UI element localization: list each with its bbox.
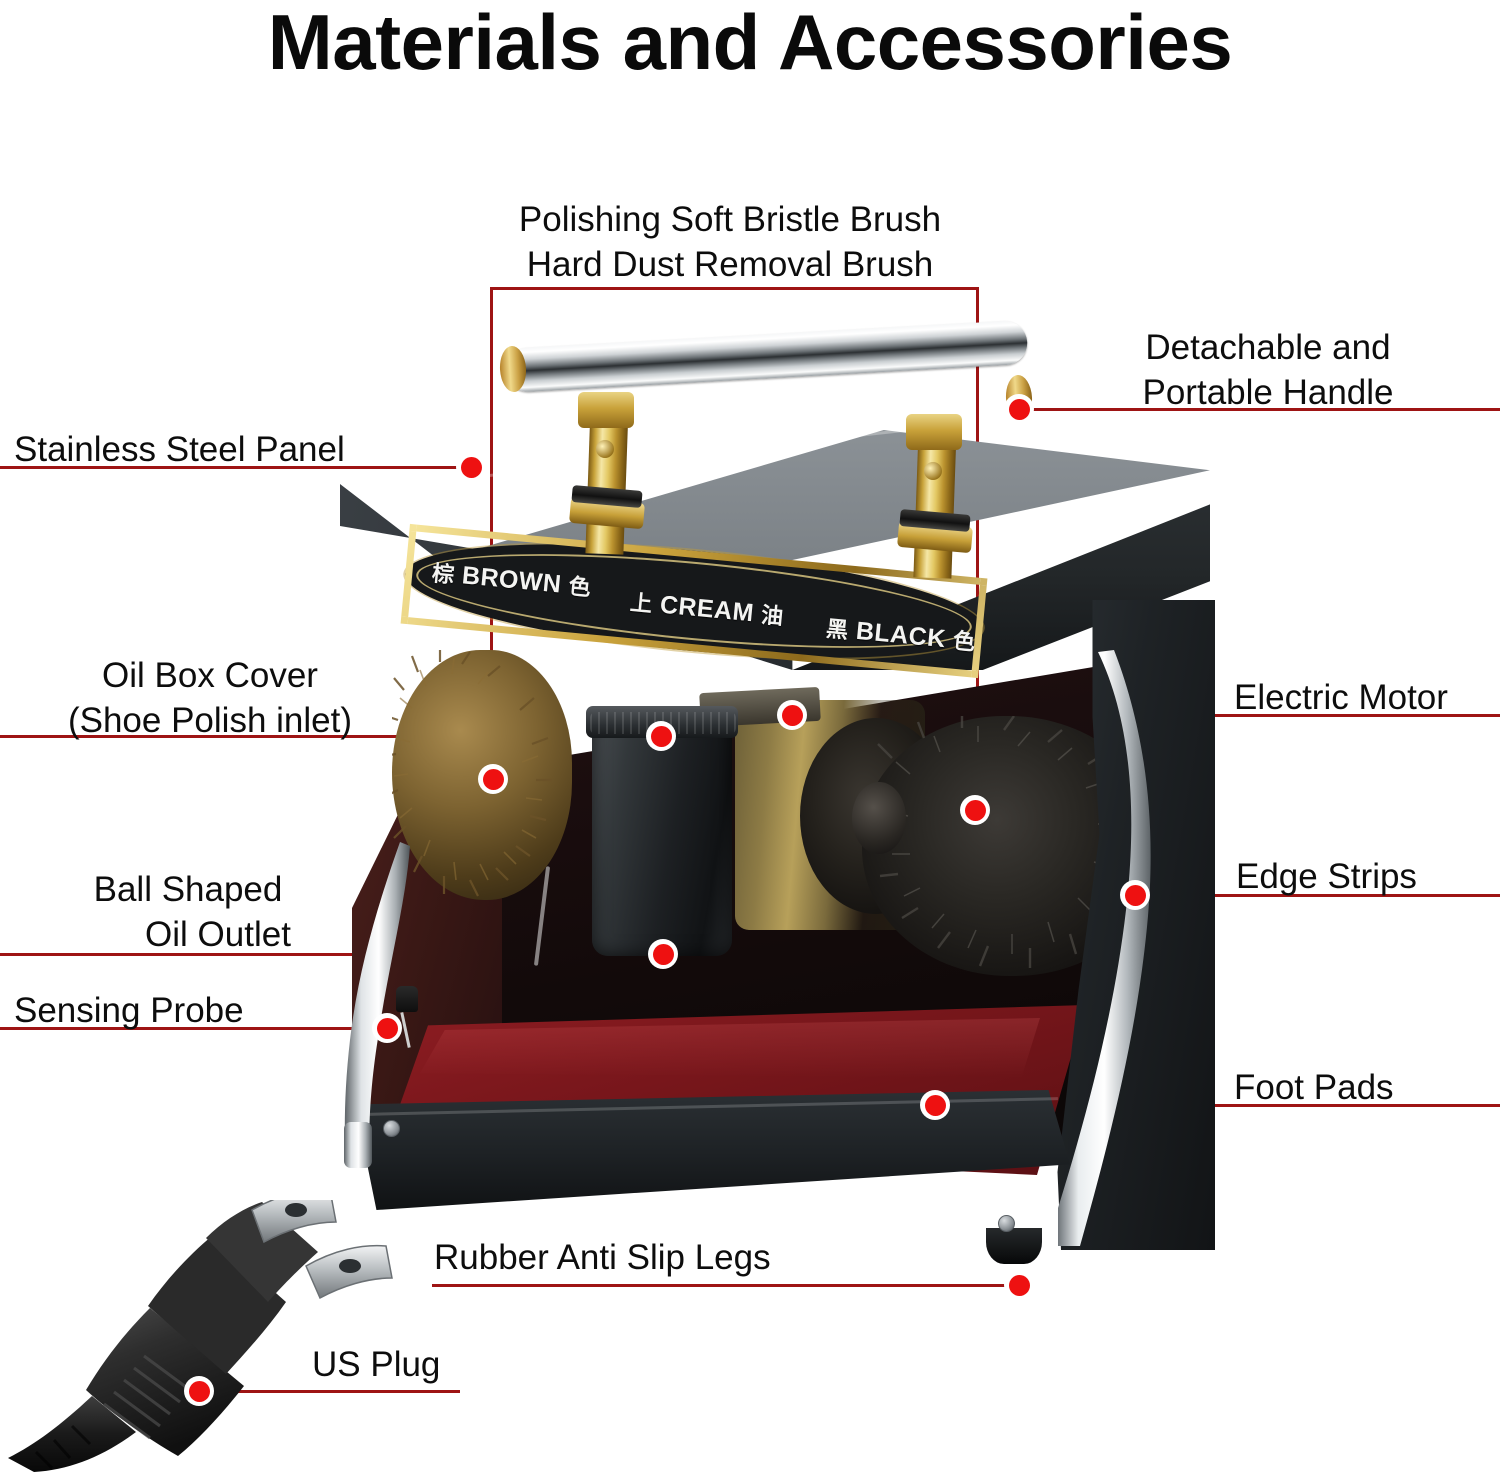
callout-oil-box-cover-line1: Oil Box Cover <box>102 656 318 695</box>
callout-stainless-steel-panel: Stainless Steel Panel <box>14 430 345 469</box>
marker-polishing-soft-bristle-brush[interactable] <box>478 764 508 794</box>
leader-rubber-anti-slip-legs <box>432 1284 1018 1287</box>
leader-ball-shaped-oil-outlet <box>0 953 662 956</box>
callout-detachable-handle-line1: Detachable and <box>1145 328 1391 367</box>
handle-post-right <box>913 427 957 579</box>
leader-foot-pads <box>934 1104 1500 1107</box>
brush-bracket-top <box>490 287 979 290</box>
handle-collar-right <box>906 414 962 450</box>
handle-screw-right <box>924 462 942 480</box>
rubber-anti-slip-leg-right <box>986 1228 1042 1264</box>
marker-electric-motor-top[interactable] <box>777 700 807 730</box>
marker-detachable-handle[interactable] <box>1004 394 1034 424</box>
marker-stainless-steel-panel[interactable] <box>456 452 486 482</box>
callout-ball-shaped-oil-outlet-line2: Oil Outlet <box>145 915 291 954</box>
handle-collar-left <box>578 392 634 428</box>
callout-edge-strips: Edge Strips <box>1236 857 1417 896</box>
marker-us-plug[interactable] <box>184 1376 214 1406</box>
callout-oil-box-cover-line2: (Shoe Polish inlet) <box>67 701 353 740</box>
oil-box-cover[interactable] <box>592 718 732 956</box>
callout-sensing-probe: Sensing Probe <box>14 991 244 1030</box>
base-screw-right <box>998 1215 1015 1232</box>
page-title: Materials and Accessories <box>267 0 1233 86</box>
leader-detachable-handle <box>1018 408 1500 411</box>
marker-sensing-probe[interactable] <box>372 1013 402 1043</box>
edge-strip-left <box>344 842 410 1168</box>
marker-rubber-anti-slip-legs[interactable] <box>1004 1270 1034 1300</box>
handle-screw-left <box>596 440 614 458</box>
edge-strip-right <box>1058 650 1151 1246</box>
brush-bracket-leg-left <box>490 287 493 787</box>
leader-stainless-steel-panel <box>0 466 470 469</box>
leader-us-plug <box>198 1390 460 1393</box>
marker-ball-shaped-oil-outlet[interactable] <box>648 939 678 969</box>
leader-sensing-probe <box>0 1027 386 1030</box>
callout-polishing-soft-bristle-brush: Polishing Soft Bristle Brush <box>518 200 942 239</box>
callout-ball-shaped-oil-outlet-line1: Ball Shaped <box>93 870 283 909</box>
leader-edge-strips <box>1134 894 1500 897</box>
callout-rubber-anti-slip-legs: Rubber Anti Slip Legs <box>434 1238 771 1277</box>
callout-electric-motor: Electric Motor <box>1234 678 1448 717</box>
marker-hard-dust-removal-brush[interactable] <box>960 795 990 825</box>
marker-oil-box-cover[interactable] <box>646 721 676 751</box>
base-screw-left <box>383 1120 400 1137</box>
marker-foot-pads[interactable] <box>920 1090 950 1120</box>
sensing-probe-sensor <box>396 986 418 1012</box>
leader-oil-box-cover <box>0 735 494 738</box>
stainless-steel-panel-top <box>440 430 1210 560</box>
callout-hard-dust-removal-brush: Hard Dust Removal Brush <box>526 245 934 284</box>
us-plug-illustration <box>8 1200 393 1472</box>
motor-hub <box>852 782 906 854</box>
marker-edge-strips[interactable] <box>1120 880 1150 910</box>
portable-handle-bar[interactable] <box>504 319 1029 393</box>
callout-detachable-handle-line2: Portable Handle <box>1142 373 1394 412</box>
callout-us-plug: US Plug <box>312 1345 441 1384</box>
callout-foot-pads: Foot Pads <box>1234 1068 1394 1107</box>
brush-bracket-leg-right <box>976 287 979 808</box>
